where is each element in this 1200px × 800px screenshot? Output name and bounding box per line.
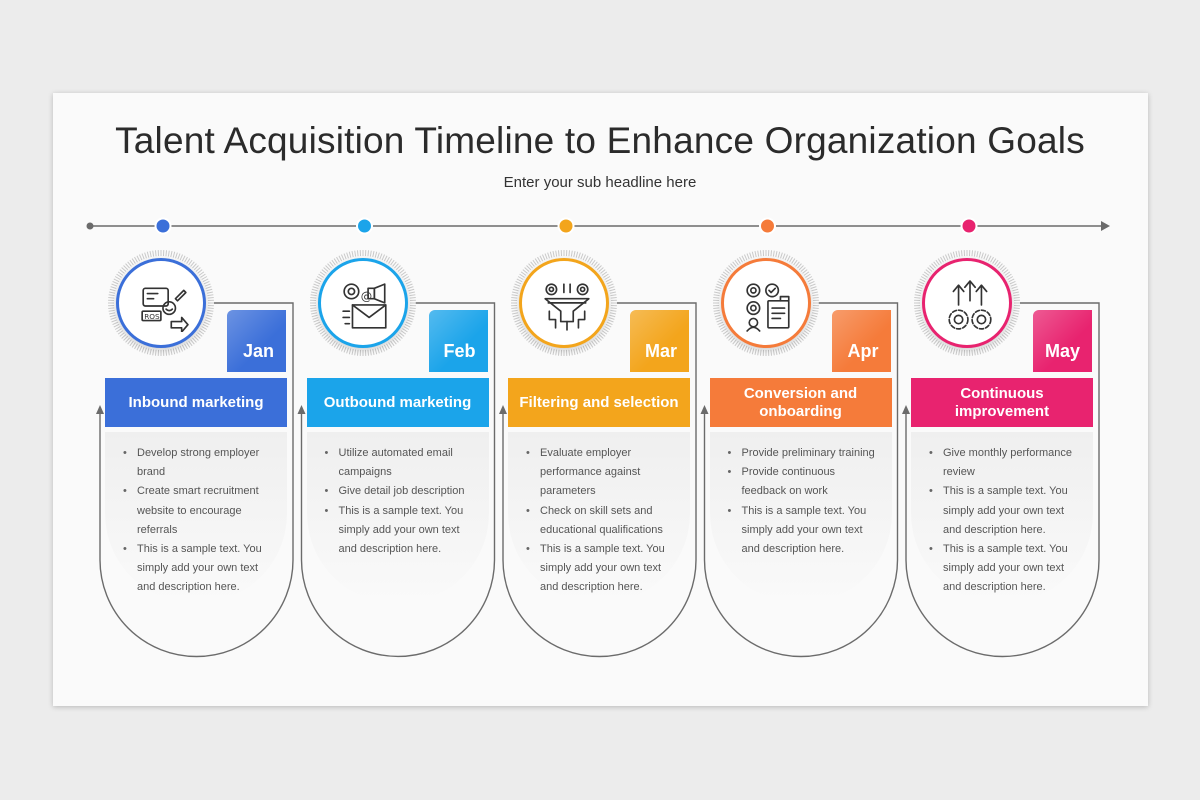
- gears-growth-icon: [948, 280, 992, 330]
- stage-month-tag: Jan: [227, 310, 286, 372]
- stage-bullet-item: This is a sample text. You simply add yo…: [724, 502, 882, 560]
- stage-icon-circle: ROS: [116, 258, 206, 348]
- stage-connector: [99, 302, 294, 658]
- stage-connector: [502, 302, 697, 658]
- stage-bullet-item: Give monthly performance review: [925, 444, 1083, 482]
- stage-heading: Filtering and selection: [519, 393, 679, 411]
- stage-bullet-item: This is a sample text. You simply add yo…: [119, 540, 277, 598]
- email-megaphone-icon: @: [341, 283, 387, 329]
- stage-month-tag: Apr: [831, 310, 891, 372]
- timeline-dot: [356, 217, 373, 235]
- stage-icon-circle: [519, 258, 609, 348]
- stage-month-tag: May: [1033, 310, 1092, 372]
- timeline-dot: [557, 217, 575, 235]
- stage-connector: [703, 302, 899, 658]
- connector-arrowhead: [297, 405, 306, 414]
- stage-bullet-item: This is a sample text. You simply add yo…: [522, 540, 680, 598]
- connector-arrowhead: [499, 405, 507, 414]
- stage-description-card: Utilize automated email campaignsGive de…: [306, 432, 489, 604]
- stage-heading-bar: Filtering and selection: [508, 378, 690, 427]
- stage-description-card: Evaluate employer performance against pa…: [508, 432, 690, 604]
- stage-connector: [905, 302, 1100, 658]
- timeline-stage: Mar Filtering and selection Evaluate emp…: [503, 240, 703, 670]
- stage-bullet-item: Check on skill sets and educational qual…: [522, 502, 680, 540]
- timeline-stage: Apr Conversion and onboarding Provide pr…: [705, 240, 905, 670]
- stage-bullet-item: Evaluate employer performance against pa…: [522, 444, 680, 502]
- stage-icon-circle: [922, 258, 1012, 348]
- stage-connector: [300, 302, 496, 658]
- inbound-marketing-icon: ROS: [141, 287, 189, 332]
- stage-icon-circle: @: [317, 258, 408, 348]
- stage-bullet-list: Evaluate employer performance against pa…: [508, 432, 690, 598]
- stage-month-label: Apr: [847, 341, 879, 361]
- stage-month-tag: Feb: [428, 310, 488, 372]
- stage-description-card: Give monthly performance reviewThis is a…: [911, 432, 1093, 604]
- stage-bullet-list: Develop strong employer brandCreate smar…: [105, 432, 287, 598]
- timeline-start-dot: [86, 222, 94, 230]
- stage-bullet-list: Utilize automated email campaignsGive de…: [307, 432, 489, 559]
- timeline-stage: May Continuous improvement Give monthly …: [906, 240, 1106, 670]
- slide-subtitle: Enter your sub headline here: [503, 174, 697, 191]
- stage-bullet-item: This is a sample text. You simply add yo…: [925, 482, 1083, 540]
- connector-arrowhead: [700, 405, 709, 414]
- stage-icon-badge: [511, 250, 617, 356]
- stage-heading: Outbound marketing: [323, 393, 472, 411]
- stage-bullet-item: Give detail job description: [321, 482, 479, 501]
- stage-heading-bar: Inbound marketing: [105, 378, 287, 427]
- connector-arrowhead: [96, 405, 104, 414]
- stage-icon-badge: ROS: [108, 250, 214, 356]
- stage-bullet-item: This is a sample text. You simply add yo…: [925, 540, 1083, 598]
- stage-month-label: Mar: [644, 341, 677, 361]
- stage-heading: Continuous improvement: [954, 384, 1050, 420]
- stage-bullet-item: Create smart recruitment website to enco…: [119, 482, 277, 540]
- stage-bullet-list: Give monthly performance reviewThis is a…: [911, 432, 1093, 598]
- connector-arrowhead: [902, 405, 910, 414]
- stage-description-card: Provide preliminary trainingProvide cont…: [709, 432, 892, 604]
- slide-title: Talent Acquisition Timeline to Enhance O…: [115, 120, 1085, 161]
- stage-icon-badge: [712, 250, 819, 356]
- stage-heading: Inbound marketing: [128, 393, 264, 411]
- stage-month-label: May: [1044, 341, 1080, 361]
- stage-icon-badge: @: [309, 250, 416, 356]
- onboarding-checklist-icon: [745, 283, 790, 332]
- filter-funnel-icon: [544, 283, 590, 331]
- stage-month-tag: Mar: [630, 310, 689, 372]
- stage-icon-circle: [720, 258, 811, 348]
- timeline-dot: [154, 217, 172, 235]
- timeline-dot: [960, 217, 978, 235]
- svg-text:@: @: [360, 289, 371, 303]
- stage-bullet-item: Develop strong employer brand: [119, 444, 277, 482]
- stage-heading: Conversion and onboarding: [743, 384, 858, 420]
- stage-bullet-item: This is a sample text. You simply add yo…: [321, 502, 479, 560]
- stage-month-label: Jan: [242, 341, 274, 361]
- stage-month-label: Feb: [443, 341, 476, 361]
- timeline-stage: ROS Jan Inbound marketing Develop strong…: [100, 240, 300, 670]
- stage-heading-bar: Outbound marketing: [306, 378, 489, 427]
- stage-bullet-item: Provide preliminary training: [724, 444, 882, 463]
- stage-heading-bar: Conversion and onboarding: [709, 378, 892, 427]
- stage-icon-badge: [914, 250, 1020, 356]
- stage-bullet-list: Provide preliminary trainingProvide cont…: [710, 432, 892, 559]
- stage-bullet-item: Utilize automated email campaigns: [321, 444, 479, 482]
- stage-bullet-item: Provide continuous feedback on work: [724, 463, 882, 501]
- svg-text:ROS: ROS: [144, 312, 160, 321]
- timeline-arrowhead: [1101, 221, 1110, 231]
- stage-heading-bar: Continuous improvement: [911, 378, 1093, 427]
- timeline-stage: @ Feb Outbound marketing Utilize automat…: [302, 240, 502, 670]
- stage-description-card: Develop strong employer brandCreate smar…: [105, 432, 287, 604]
- timeline-dot: [759, 217, 776, 235]
